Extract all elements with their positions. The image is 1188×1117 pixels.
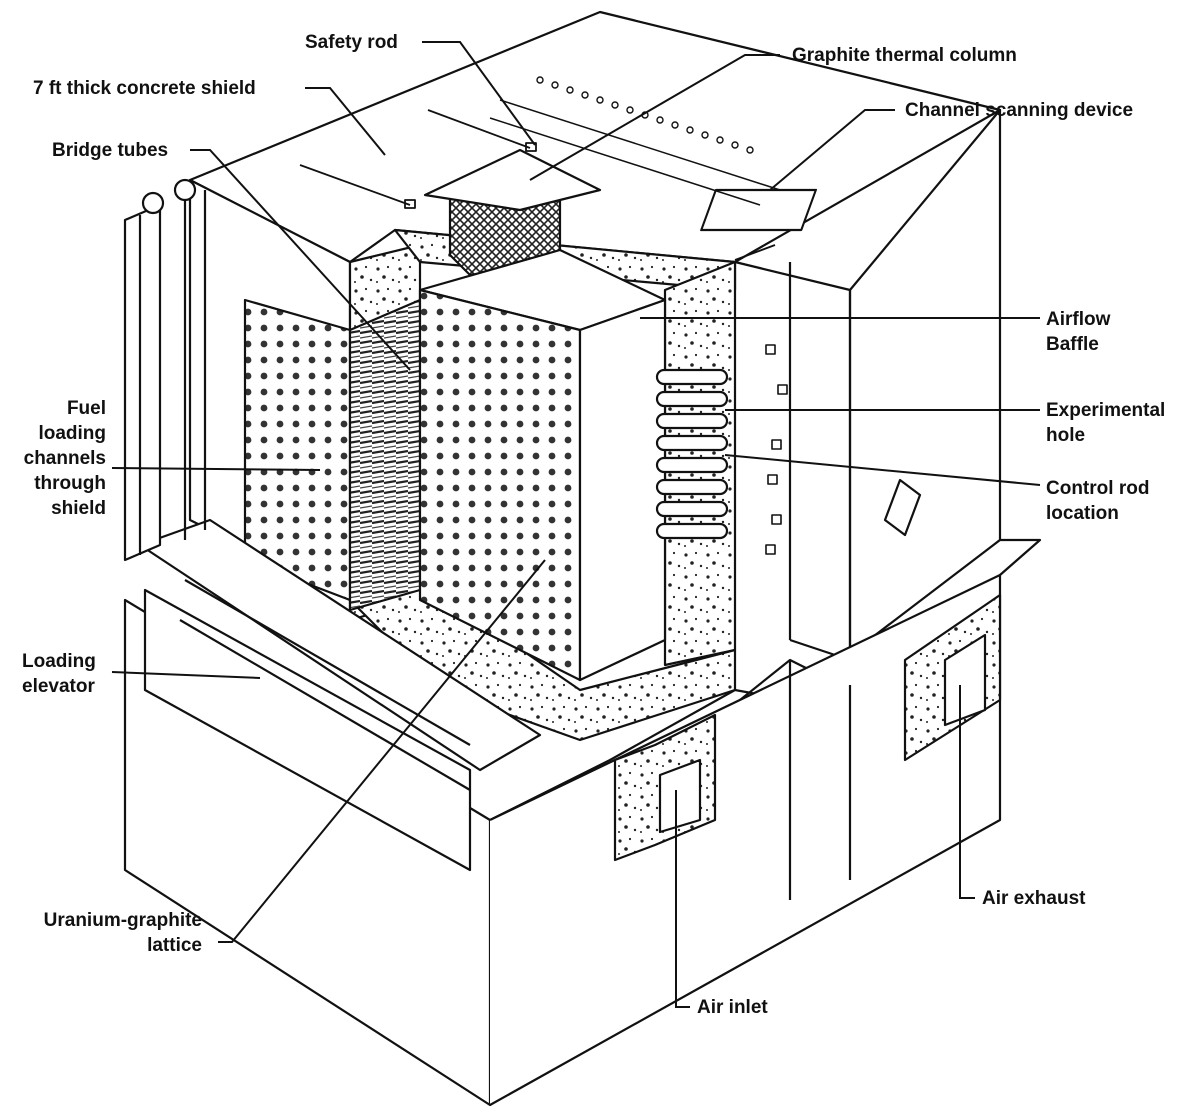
leader-air-exhaust — [959, 685, 975, 899]
leader-lines — [111, 41, 1041, 1008]
label-experimental-hole: Experimental hole — [1046, 398, 1165, 448]
lattice-side — [578, 298, 667, 682]
label-graphite-thermal-column: Graphite thermal column — [792, 43, 1017, 68]
label-air-exhaust: Air exhaust — [982, 886, 1085, 911]
leader-uranium-lattice — [218, 559, 546, 943]
label-line: Loading — [22, 651, 96, 672]
channel-hole-row — [489, 99, 781, 206]
label-text: 7 ft thick concrete shield — [33, 78, 256, 99]
leader-channel-scanning — [769, 109, 895, 191]
scanning-device — [700, 188, 818, 232]
rod-bolts — [299, 109, 776, 261]
label-bridge-tubes: Bridge tubes — [52, 138, 168, 163]
leader-concrete-shield — [305, 87, 386, 156]
label-airflow-baffle: Airflow Baffle — [1046, 307, 1110, 357]
label-text: Bridge tubes — [52, 140, 169, 161]
label-fuel-loading-channels: Fuel loading channels through shield — [0, 396, 106, 521]
label-text: Channel scanning device — [905, 100, 1134, 121]
label-concrete-shield: 7 ft thick concrete shield — [33, 76, 256, 101]
label-control-rod-location: Control rod location — [1046, 476, 1149, 526]
label-line: hole — [1046, 425, 1086, 446]
label-loading-elevator: Loading elevator — [22, 649, 96, 699]
leader-bridge-tubes — [190, 149, 411, 371]
leader-loading-elevator — [111, 671, 261, 679]
label-line: shield — [51, 498, 106, 519]
experimental-tubes — [655, 368, 729, 540]
shield-ports — [765, 344, 788, 555]
label-line: channels — [23, 448, 106, 469]
leader-graphite-column — [529, 54, 780, 181]
label-line: Experimental — [1046, 400, 1166, 421]
leader-safety-rod — [422, 41, 536, 146]
bridge-tubes — [348, 298, 422, 612]
label-line: Airflow — [1046, 309, 1111, 330]
leader-fuel-channels — [111, 467, 321, 471]
label-text: Safety rod — [305, 32, 398, 53]
label-text: Air exhaust — [982, 888, 1086, 909]
label-line: loading — [38, 423, 106, 444]
label-line: location — [1046, 503, 1119, 524]
label-text: Graphite thermal column — [792, 45, 1017, 66]
leader-air-inlet — [675, 790, 690, 1008]
label-line: Uranium-graphite — [43, 910, 202, 931]
label-line: elevator — [22, 676, 95, 697]
label-line: Fuel — [66, 398, 106, 419]
loading-elevator — [138, 518, 542, 772]
label-channel-scanning-device: Channel scanning device — [905, 98, 1133, 123]
shield-hatch — [883, 478, 922, 537]
leader-control-rod — [724, 454, 1041, 486]
elevator-rails — [123, 178, 207, 562]
label-uranium-graphite-lattice: Uranium-graphite lattice — [0, 908, 202, 958]
label-line: Baffle — [1046, 334, 1099, 355]
label-line: Control rod — [1046, 478, 1150, 499]
label-line: through — [34, 473, 106, 494]
label-line: lattice — [147, 935, 202, 956]
label-text: Air inlet — [697, 997, 768, 1018]
label-air-inlet: Air inlet — [697, 995, 768, 1020]
label-safety-rod: Safety rod — [305, 30, 398, 55]
